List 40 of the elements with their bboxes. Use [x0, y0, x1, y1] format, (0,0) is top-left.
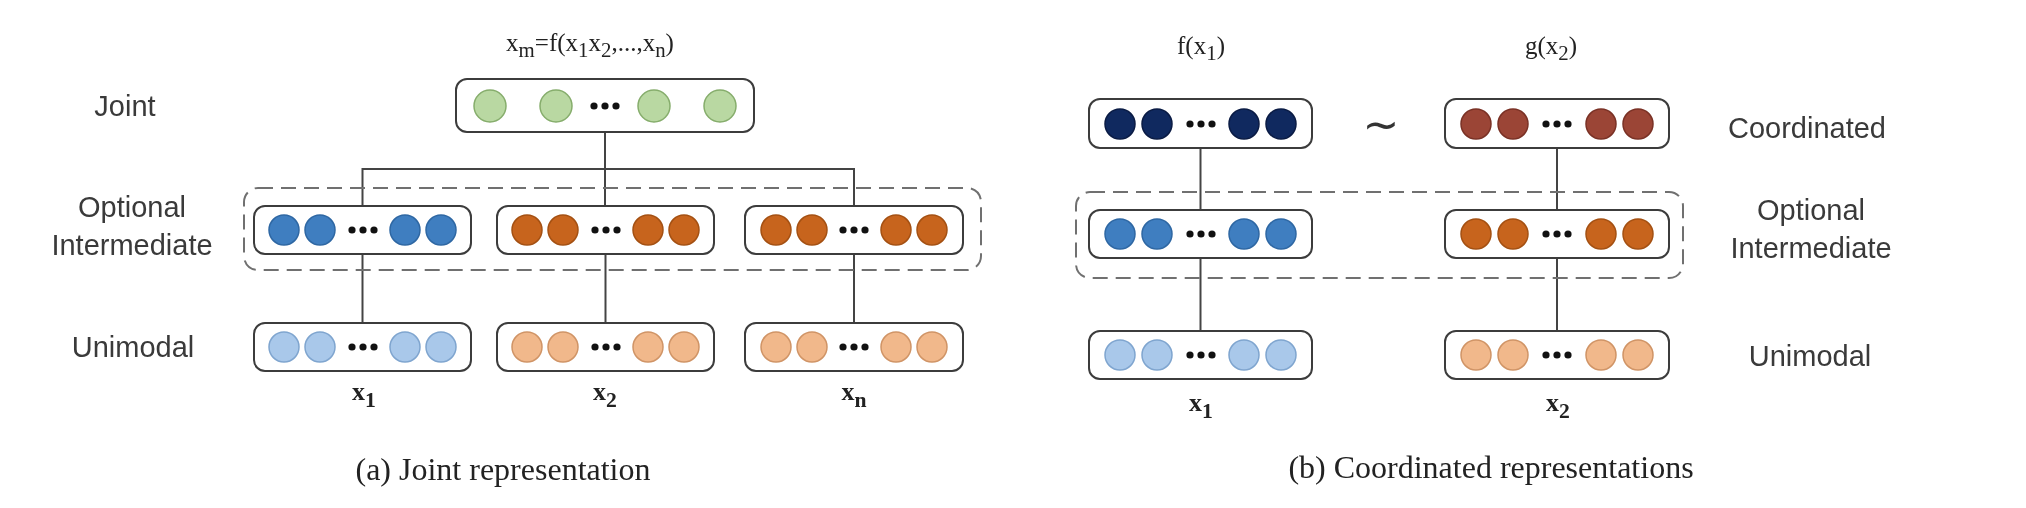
vector-box: [253, 322, 472, 372]
connector-line: [604, 254, 607, 323]
formula-label: f(x$_{1}$): [1177, 32, 1225, 66]
vector-box: [744, 322, 964, 372]
connector-line: [1199, 148, 1202, 210]
vector-box: [1088, 209, 1313, 259]
connector-line: [361, 254, 364, 323]
row-label: Optional Intermediate: [1729, 193, 1893, 266]
vector-box: [496, 205, 715, 255]
row-label: Unimodal: [1748, 339, 1872, 374]
panel-caption: (a) Joint representation: [355, 450, 651, 488]
vector-box: [1444, 330, 1670, 380]
dashed-region: [243, 187, 982, 271]
connector-line: [604, 132, 855, 206]
panel-caption: (b) Coordinated representations: [1288, 448, 1694, 486]
connector-line: [853, 254, 855, 323]
vector-label: x$_{n}$: [841, 377, 867, 413]
formula-label: g(x$_{2}$): [1524, 32, 1578, 66]
vector-box: [496, 322, 715, 372]
connector-line: [1556, 258, 1558, 331]
connector-line: [1556, 148, 1558, 210]
row-label: Joint: [94, 89, 156, 124]
row-label: Unimodal: [71, 330, 195, 365]
vector-box: [253, 205, 472, 255]
vector-box: [1088, 330, 1313, 380]
vector-box: [744, 205, 964, 255]
vector-box: [1444, 209, 1670, 259]
row-label: Optional Intermediate: [50, 190, 214, 263]
row-label: Coordinated: [1728, 111, 1886, 146]
vector-label: x$_{2}$: [593, 377, 617, 413]
similarity-sign: ~: [1362, 103, 1400, 147]
formula-label: x$_{m}$=f(x$_{1}$x$_{2}$,...,x$_{n}$): [506, 29, 674, 63]
vector-box: [1088, 98, 1313, 149]
vector-box: [455, 78, 755, 133]
vector-box: [1444, 98, 1670, 149]
connector-line: [1199, 258, 1202, 331]
vector-label: x$_{1}$: [352, 377, 376, 413]
vector-label: x$_{1}$: [1189, 388, 1213, 424]
vector-label: x$_{2}$: [1546, 388, 1570, 424]
dashed-region: [1075, 191, 1684, 279]
